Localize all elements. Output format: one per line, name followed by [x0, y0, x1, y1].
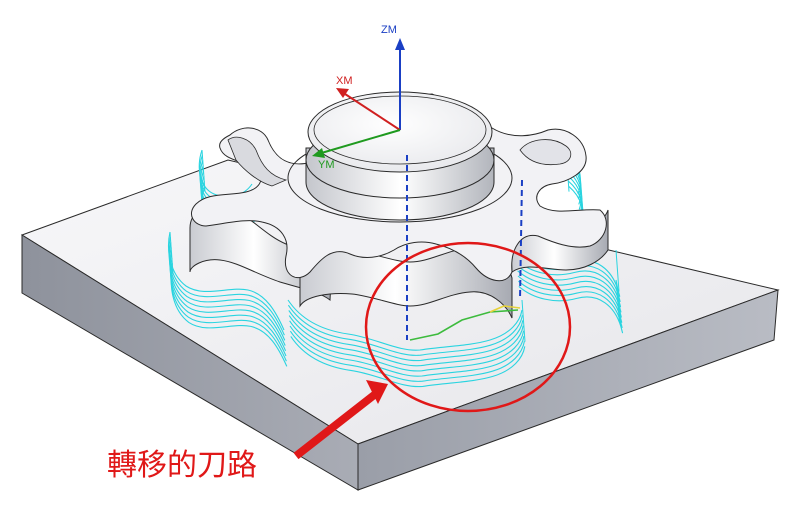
toolpath-link[interactable]: [169, 231, 174, 274]
gear-lobe-right: [519, 139, 572, 166]
toolpath-layer[interactable]: [290, 336, 526, 388]
toolpath-link[interactable]: [521, 299, 526, 342]
y-axis-arrow-icon: [312, 148, 325, 158]
toolpath-layer[interactable]: [289, 320, 525, 372]
toolpath-layer[interactable]: [288, 310, 524, 362]
toolpath-layer[interactable]: [516, 259, 622, 308]
toolpath-layer[interactable]: [170, 268, 288, 367]
plunge-moves: [406, 155, 523, 340]
toolpath-layer[interactable]: [517, 275, 623, 323]
transfer-toolpath[interactable]: [409, 305, 521, 341]
callout-arrowhead-icon: [366, 380, 388, 404]
z-axis-arrow-icon: [395, 38, 405, 50]
z-axis-label: ZM: [381, 24, 397, 36]
toolpath-layer[interactable]: [289, 325, 525, 377]
toolpath-layer[interactable]: [287, 299, 523, 351]
callout-annotation: 轉移的刀路: [107, 241, 572, 483]
toolpath-layer[interactable]: [170, 263, 287, 362]
callout-circle: [364, 241, 572, 413]
gear-inner-fillet: [227, 136, 288, 187]
x-axis-arrow-icon: [336, 88, 349, 98]
toolpath-link[interactable]: [615, 249, 620, 292]
toolpath-layer[interactable]: [518, 285, 624, 334]
toolpath-layer[interactable]: [517, 270, 622, 318]
toolpath-link[interactable]: [201, 149, 206, 192]
toolpath-layer[interactable]: [288, 315, 524, 367]
x-axis-label: XM: [336, 75, 353, 87]
callout-label: 轉移的刀路: [107, 448, 257, 483]
toolpath-layer[interactable]: [169, 247, 286, 346]
callout-arrow: [293, 388, 381, 460]
stock-front-face: [357, 289, 779, 491]
y-axis-line: [317, 129, 401, 155]
toolpath-layer[interactable]: [289, 330, 525, 382]
toolpath-layer[interactable]: [518, 280, 623, 328]
y-axis-label: YM: [318, 159, 335, 171]
toolpath-layer[interactable]: [170, 257, 287, 357]
toolpath-layer[interactable]: [169, 252, 287, 352]
toolpath-layer[interactable]: [516, 265, 622, 313]
coordinate-triad: ZM XM YM: [312, 24, 405, 171]
toolpath-layer[interactable]: [287, 304, 523, 356]
x-axis-line: [341, 91, 401, 131]
